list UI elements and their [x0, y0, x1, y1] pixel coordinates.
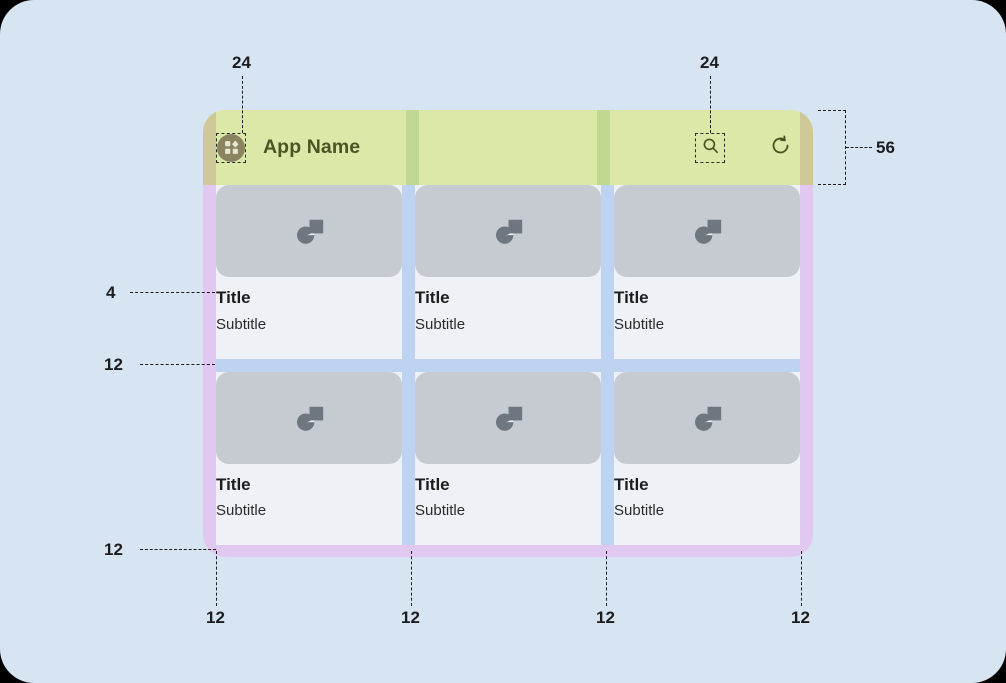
refresh-button[interactable]: [765, 133, 795, 163]
card-title: Title: [415, 288, 450, 307]
card-media: [415, 371, 601, 468]
annotation-bottom-tick-2: 12: [401, 608, 420, 627]
card-media: [614, 371, 800, 468]
card[interactable]: Title Subtitle: [614, 371, 800, 545]
search-touch-target[interactable]: [695, 132, 725, 163]
annotation-row-gap: 12: [104, 355, 123, 374]
card-subtitle: Subtitle: [216, 315, 267, 333]
card-title: Title: [415, 474, 450, 494]
card-body: Title Subtitle: [614, 467, 800, 545]
card-body: Title Subtitle: [415, 467, 601, 545]
card-media: [216, 371, 402, 468]
annotation-bottom-tick-3: 12: [596, 608, 615, 627]
image-placeholder-icon: [216, 371, 402, 464]
card[interactable]: Title Subtitle: [216, 185, 402, 359]
leader-line-row-gap: [140, 364, 215, 365]
card[interactable]: Title Subtitle: [216, 371, 402, 545]
leader-line-bottom-1: [216, 551, 217, 606]
image-placeholder-icon: [614, 371, 800, 464]
card-subtitle: Subtitle: [614, 315, 665, 333]
leader-line-bottom-4: [801, 551, 802, 606]
card[interactable]: Title Subtitle: [415, 185, 601, 359]
annotation-appbar-height: 56: [876, 138, 895, 157]
image-placeholder-icon: [415, 371, 601, 464]
card-body: Title Subtitle: [614, 281, 800, 359]
app-logo-touch-target[interactable]: [216, 132, 246, 163]
annotation-search-touch-target: 24: [700, 53, 719, 72]
app-bar: App Name: [203, 110, 813, 185]
image-placeholder-icon: [614, 185, 800, 277]
leader-line-bottom-padding: [140, 549, 216, 550]
card-title: Title: [216, 474, 251, 494]
card-subtitle: Subtitle: [614, 502, 665, 520]
card[interactable]: Title Subtitle: [614, 185, 800, 359]
search-icon: [701, 136, 720, 160]
card-subtitle: Subtitle: [216, 502, 267, 520]
card[interactable]: Title Subtitle: [415, 371, 601, 545]
card-title: Title: [216, 288, 251, 307]
card-grid: Title Subtitle: [216, 185, 800, 545]
card-body: Title Subtitle: [216, 281, 402, 359]
annotation-bottom-padding: 12: [104, 540, 123, 559]
appbar-height-bracket: [818, 110, 846, 185]
leader-line-search: [710, 76, 711, 133]
app-grid-logo-icon: [217, 133, 245, 162]
app-bar-left-padding: [203, 110, 216, 185]
leader-line-bottom-3: [606, 551, 607, 606]
card-title: Title: [614, 288, 649, 307]
leader-line-media-title-gap: [130, 292, 215, 293]
refresh-icon: [770, 134, 791, 161]
annotation-bottom-tick-1: 12: [206, 608, 225, 627]
leader-line-logo: [242, 76, 243, 133]
annotation-bottom-tick-4: 12: [791, 608, 810, 627]
card-subtitle: Subtitle: [415, 315, 466, 333]
card-media: [415, 185, 601, 281]
card-body: Title Subtitle: [216, 467, 402, 545]
card-media: [614, 185, 800, 281]
leader-line-appbar-height: [846, 147, 872, 148]
app-frame: App Name: [203, 110, 813, 557]
image-placeholder-icon: [415, 185, 601, 277]
annotation-media-title-gap: 4: [106, 283, 116, 302]
app-bar-content: App Name: [216, 110, 800, 185]
card-body: Title Subtitle: [415, 281, 601, 359]
card-subtitle: Subtitle: [415, 502, 466, 520]
app-bar-right-padding: [800, 110, 813, 185]
app-title: App Name: [263, 136, 361, 158]
card-title: Title: [614, 474, 649, 494]
annotation-logo-touch-target: 24: [232, 53, 251, 72]
image-placeholder-icon: [216, 185, 402, 277]
card-media: [216, 185, 402, 281]
content-padding-region: Title Subtitle: [203, 185, 813, 557]
leader-line-bottom-2: [411, 551, 412, 606]
